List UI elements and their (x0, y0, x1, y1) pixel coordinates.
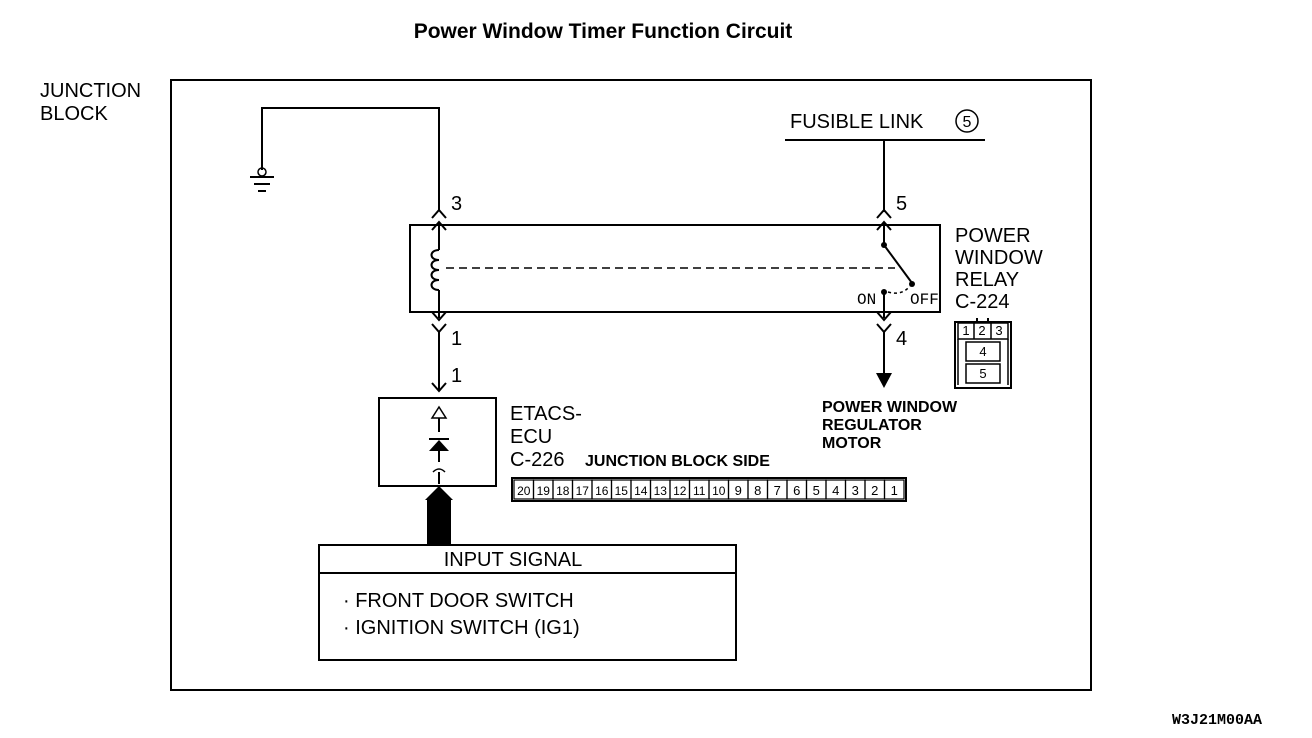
relay-label-line3: RELAY (955, 269, 1019, 291)
pin-label-5: 5 (896, 193, 907, 215)
ecu-label-line3: C-226 (510, 449, 564, 471)
ecu-label-line2: ECU (510, 426, 552, 448)
relay-connector-diagram (954, 318, 1012, 389)
coil-icon (430, 222, 440, 318)
motor-label-line1: POWER WINDOW (822, 399, 958, 416)
motor-label-line2: REGULATOR (822, 417, 922, 434)
jb-pin-label: 10 (712, 484, 726, 498)
fusible-link-label: FUSIBLE LINK (790, 111, 924, 133)
input-signal-item-ignition: · IGNITION SWITCH (IG1) (343, 617, 580, 639)
diagram-title: Power Window Timer Function Circuit (414, 20, 793, 43)
ecu-box (378, 397, 497, 487)
jb-pin-label: 16 (595, 484, 609, 498)
jb-pin-label: 8 (754, 483, 761, 498)
jb-pin-label: 18 (556, 484, 570, 498)
jb-pin-label: 12 (673, 484, 687, 498)
switch-on-label: ON (857, 291, 876, 309)
motor-arrow-icon (876, 373, 892, 388)
jb-pin-label: 20 (517, 484, 531, 498)
relay-pin-4: 4 (979, 344, 986, 359)
junction-block-side-label: JUNCTION BLOCK SIDE (585, 453, 770, 470)
relay-label-line1: POWER (955, 225, 1031, 247)
input-signal-item-front-door: · FRONT DOOR SWITCH (343, 590, 574, 612)
relay-switch-icon (881, 222, 915, 318)
pin-label-1-ecu: 1 (451, 365, 462, 387)
junction-block-side-connector (511, 477, 907, 502)
relay-pin-5: 5 (979, 366, 986, 381)
motor-label-line3: MOTOR (822, 435, 882, 452)
ecu-connector-arrow (431, 382, 447, 393)
jb-pin-label: 11 (693, 484, 706, 498)
pin-label-3: 3 (451, 193, 462, 215)
pin-label-1-coil: 1 (451, 328, 462, 350)
jb-pin-label: 13 (654, 484, 668, 498)
junction-block-label-line2: BLOCK (40, 103, 108, 125)
junction-block-frame (170, 79, 1092, 691)
jb-pin-label: 2 (871, 483, 878, 498)
relay-box (409, 224, 941, 313)
fusible-link-number: 5 (963, 114, 972, 131)
jb-pin-label: 1 (891, 483, 898, 498)
relay-pin-3: 3 (995, 323, 1002, 338)
jb-pin-label: 4 (832, 483, 839, 498)
relay-pin-2: 2 (978, 323, 985, 338)
ecu-label-line1: ETACS- (510, 403, 582, 425)
jb-pin-label: 6 (793, 483, 800, 498)
input-signal-box (318, 544, 737, 661)
relay-label-line4: C-224 (955, 291, 1009, 313)
jb-pin-label: 3 (852, 483, 859, 498)
pin-label-4: 4 (896, 328, 907, 350)
jb-pin-label: 19 (537, 484, 551, 498)
switch-off-label: OFF (910, 291, 939, 309)
jb-pin-label: 14 (634, 484, 648, 498)
input-arrow-icon (425, 486, 453, 545)
relay-label-line2: WINDOW (955, 247, 1043, 269)
jb-pin-label: 9 (735, 483, 742, 498)
jb-pin-label: 7 (774, 483, 781, 498)
jb-pin-label: 5 (813, 483, 820, 498)
relay-pin-1: 1 (962, 323, 969, 338)
jb-pin-label: 17 (576, 484, 590, 498)
jb-pin-label: 15 (615, 484, 629, 498)
input-signal-header: INPUT SIGNAL (444, 549, 583, 571)
figure-code: W3J21M00AA (1172, 712, 1262, 729)
ground-icon (250, 107, 440, 210)
jb-pin-cell (883, 479, 905, 500)
junction-block-label-line1: JUNCTION (40, 80, 141, 102)
fusible-link-number-circle (955, 109, 979, 133)
diode-icon (429, 405, 449, 484)
